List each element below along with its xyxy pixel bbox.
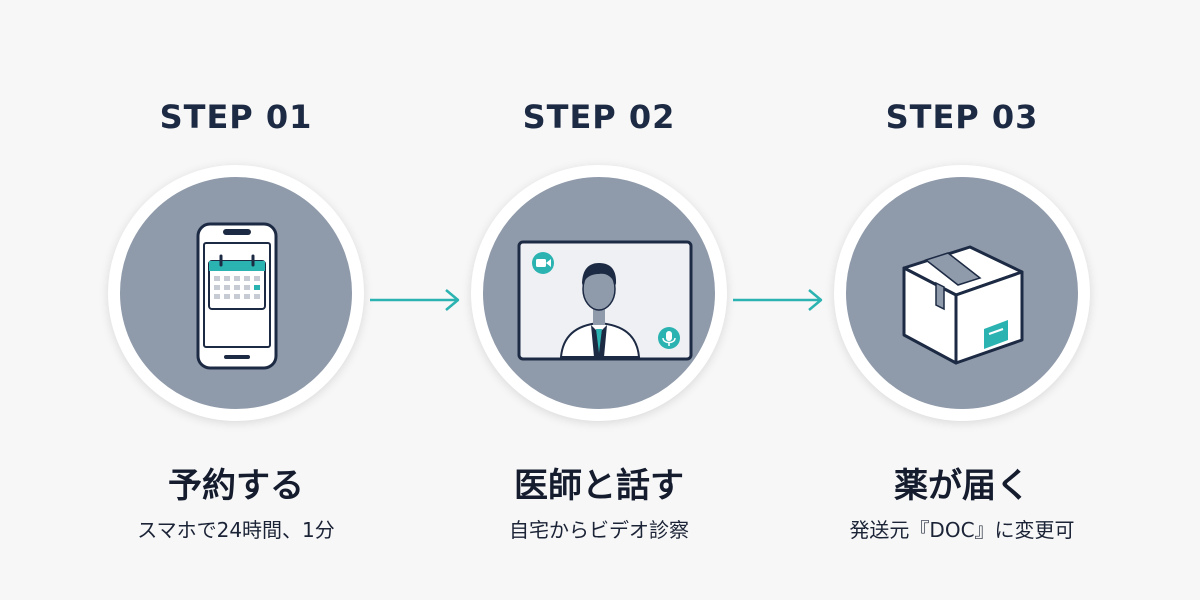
step-2-subtitle: 自宅からビデオ診察 — [509, 518, 689, 542]
step-1-label: STEP 01 — [159, 98, 313, 136]
step-2-title: 医師と話す — [514, 466, 684, 506]
arrow-right-icon — [370, 289, 460, 311]
step-1-circle — [108, 165, 364, 421]
video-consultation-icon — [517, 240, 693, 361]
smartphone-calendar-icon — [196, 222, 278, 370]
step-2-label: STEP 02 — [522, 98, 676, 136]
arrow-right-icon — [733, 289, 823, 311]
step-3-title: 薬が届く — [894, 466, 1030, 506]
step-2-circle — [471, 165, 727, 421]
step-1-title: 予約する — [168, 466, 304, 506]
step-3-subtitle: 発送元『DOC』に変更可 — [849, 518, 1075, 542]
package-box-icon — [902, 245, 1024, 365]
step-3-label: STEP 03 — [885, 98, 1039, 136]
step-3-circle — [834, 165, 1090, 421]
step-1-subtitle: スマホで24時間、1分 — [137, 518, 335, 542]
